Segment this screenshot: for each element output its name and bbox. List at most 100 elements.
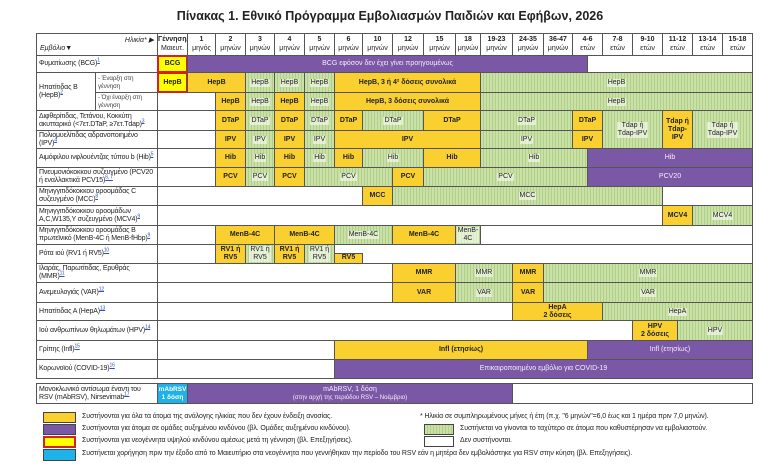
- cell-text: MenB-4C: [289, 231, 320, 238]
- schedule-cell: HepB: [245, 92, 275, 111]
- footnote-link[interactable]: 9: [137, 213, 141, 220]
- schedule-cell: DTaP: [423, 110, 481, 131]
- column-header-bottom: μηνών: [220, 45, 241, 52]
- cell-text: Hib: [283, 154, 296, 161]
- cell-text: HepA: [667, 307, 688, 316]
- row-label-covid: Κορωνοϊού (COVID-19)16: [36, 359, 158, 379]
- schedule-cell: DTaP: [304, 110, 335, 131]
- schedule-cell: Tdap ή Tdap-IPV: [692, 110, 753, 149]
- cell-text: IPV: [253, 135, 267, 144]
- schedule-cell: PCV: [274, 167, 305, 187]
- row-label-menb: Μηνιγγιτιδόκοκκου οροομάδας Β πρωτεϊνικό…: [36, 225, 158, 245]
- cell-text: Hib: [224, 154, 237, 161]
- column-header-top: Γέννηση/: [158, 36, 189, 43]
- column-header-bottom: μηνών: [338, 45, 359, 52]
- footnote-link[interactable]: 10: [103, 247, 110, 254]
- schedule-cell: Επικαιροποιημένο εμβόλιο για COVID-19: [334, 359, 753, 379]
- vaccine-name: Ρότα ιού (RV1 ή RV5): [39, 250, 104, 258]
- footnote-link[interactable]: 4: [54, 137, 57, 144]
- column-header-top: 24-35: [519, 36, 537, 43]
- legend-swatch-blue: [43, 449, 76, 461]
- schedule-cell: IPV: [274, 130, 305, 149]
- label-text-wrap: Μηνιγγιτιδόκοκκου οροομάδας Β πρωτεϊνικό…: [39, 227, 155, 243]
- footnote-link[interactable]: 14: [145, 324, 151, 331]
- schedule-cell: DTaP: [334, 110, 363, 131]
- label-text-wrap: Ιού ανθρωπίνων θηλωμάτων (HPV)14: [39, 324, 151, 335]
- label-text-wrap: Ηπατίτιδας Α (HepA)13: [39, 305, 106, 316]
- footnote-link[interactable]: 11: [59, 270, 65, 277]
- footnote-link[interactable]: 6, 7: [105, 174, 113, 181]
- schedule-cell: IPV: [245, 130, 275, 149]
- schedule-cell: RV1 ή RV5: [274, 244, 305, 264]
- sublabel-text: - Έναρξη στη γέννηση: [98, 75, 134, 90]
- footnote-link[interactable]: 8: [95, 193, 99, 200]
- schedule-cell: MMR: [512, 263, 544, 283]
- cell-text: DTaP: [443, 116, 461, 124]
- cell-text: Hib: [342, 154, 355, 161]
- row-label-hpv: Ιού ανθρωπίνων θηλωμάτων (HPV)14: [36, 320, 158, 341]
- cell-text: MCV4: [711, 211, 734, 220]
- column-header-bottom: ετών: [640, 45, 655, 52]
- cell-text: MMR: [519, 269, 537, 276]
- cell-text: Hib: [386, 154, 400, 162]
- footnote-link[interactable]: 9: [147, 232, 151, 239]
- schedule-cell: VAR: [455, 282, 513, 303]
- row-label-dtap: Διφθερίτιδας, Τετάνου, Κοκκύτη ακυτταρικ…: [36, 110, 158, 131]
- label-text-wrap: Ηπατίτιδας Β (HepB)2: [39, 84, 93, 100]
- column-header-top: 12: [404, 36, 412, 43]
- label-text-wrap: Κορωνοϊού (COVID-19)16: [39, 362, 115, 373]
- vaccine-name: Πολιομυελίτιδας αδρανοποιημένο (IPV): [39, 131, 138, 147]
- cell-text: MMR: [415, 269, 433, 276]
- legend-text-green: Συστήνεται να γίνονται το ταχύτερο σε άτ…: [460, 425, 708, 432]
- cell-text: HPV: [706, 326, 724, 335]
- footnote-link[interactable]: 12: [98, 286, 104, 293]
- footnote-link[interactable]: 3: [141, 118, 145, 125]
- schedule-cell: MMR: [543, 263, 753, 283]
- legend-swatch-white: [424, 436, 454, 447]
- cell-text: PCV: [282, 173, 297, 180]
- schedule-cell: Tdap ή Tdap-IPV: [602, 110, 663, 149]
- cell-text: Hib: [527, 154, 541, 162]
- vaccine-name: Ιού ανθρωπίνων θηλωμάτων (HPV): [39, 326, 146, 334]
- vaccine-name: Κορωνοϊού (COVID-19): [39, 365, 110, 373]
- schedule-cell: PCV: [245, 167, 275, 187]
- schedule-cell: Hib: [245, 148, 275, 168]
- cell-text: MenB- 4C: [456, 227, 480, 243]
- footnote-link[interactable]: 5: [150, 151, 154, 158]
- footnote-link[interactable]: 16: [109, 362, 115, 369]
- schedule-cell: PCV: [423, 167, 588, 187]
- schedule-cell: DTaP: [215, 110, 246, 131]
- cell-text: HepB: [309, 97, 330, 106]
- row-sublabel: - Έναρξη στη γέννηση: [95, 72, 158, 93]
- footnote-link[interactable]: 13: [99, 305, 106, 312]
- cell-text: MenB-4C: [347, 231, 380, 239]
- footnote-link[interactable]: 2: [60, 89, 63, 96]
- column-header-bottom: μηνών: [457, 45, 479, 52]
- cell-text: mAbRSV, 1 δόση: [323, 385, 377, 393]
- vaccine-name: Ηπατίτιδας Β (HepB): [39, 83, 78, 99]
- cell-text: VAR: [520, 288, 536, 296]
- label-text-wrap: Μηνιγγιτιδόκοκκου οροομάδας C συζευγμένο…: [39, 188, 155, 204]
- cell-text: mAbRSV 1 δόση: [158, 385, 187, 401]
- footnote-link[interactable]: 1: [97, 57, 100, 64]
- vaccine-name: Μηνιγγιτιδόκοκκου οροομάδας C συζευγμένο…: [39, 188, 137, 203]
- schedule-cell: MenB-4C: [274, 225, 335, 245]
- footnote-link[interactable]: 17: [124, 391, 130, 398]
- footnote-link[interactable]: 15: [74, 343, 80, 350]
- schedule-cell: HepB: [245, 72, 275, 93]
- cell-text: IPV: [519, 135, 534, 144]
- column-header-bottom: μηνών: [309, 45, 330, 52]
- vaccine-name: Πνευμονιόκοκκου συζευγμένο (PCV20 ή εναλ…: [39, 169, 154, 184]
- cell-text: HepB: [207, 78, 226, 86]
- schedule-cell: RV5: [334, 252, 363, 264]
- row-label-pcv: Πνευμονιόκοκκου συζευγμένο (PCV20 ή εναλ…: [36, 167, 158, 187]
- cell-text: MCC: [518, 192, 537, 200]
- cell-text: RV1 ή RV5: [279, 246, 300, 261]
